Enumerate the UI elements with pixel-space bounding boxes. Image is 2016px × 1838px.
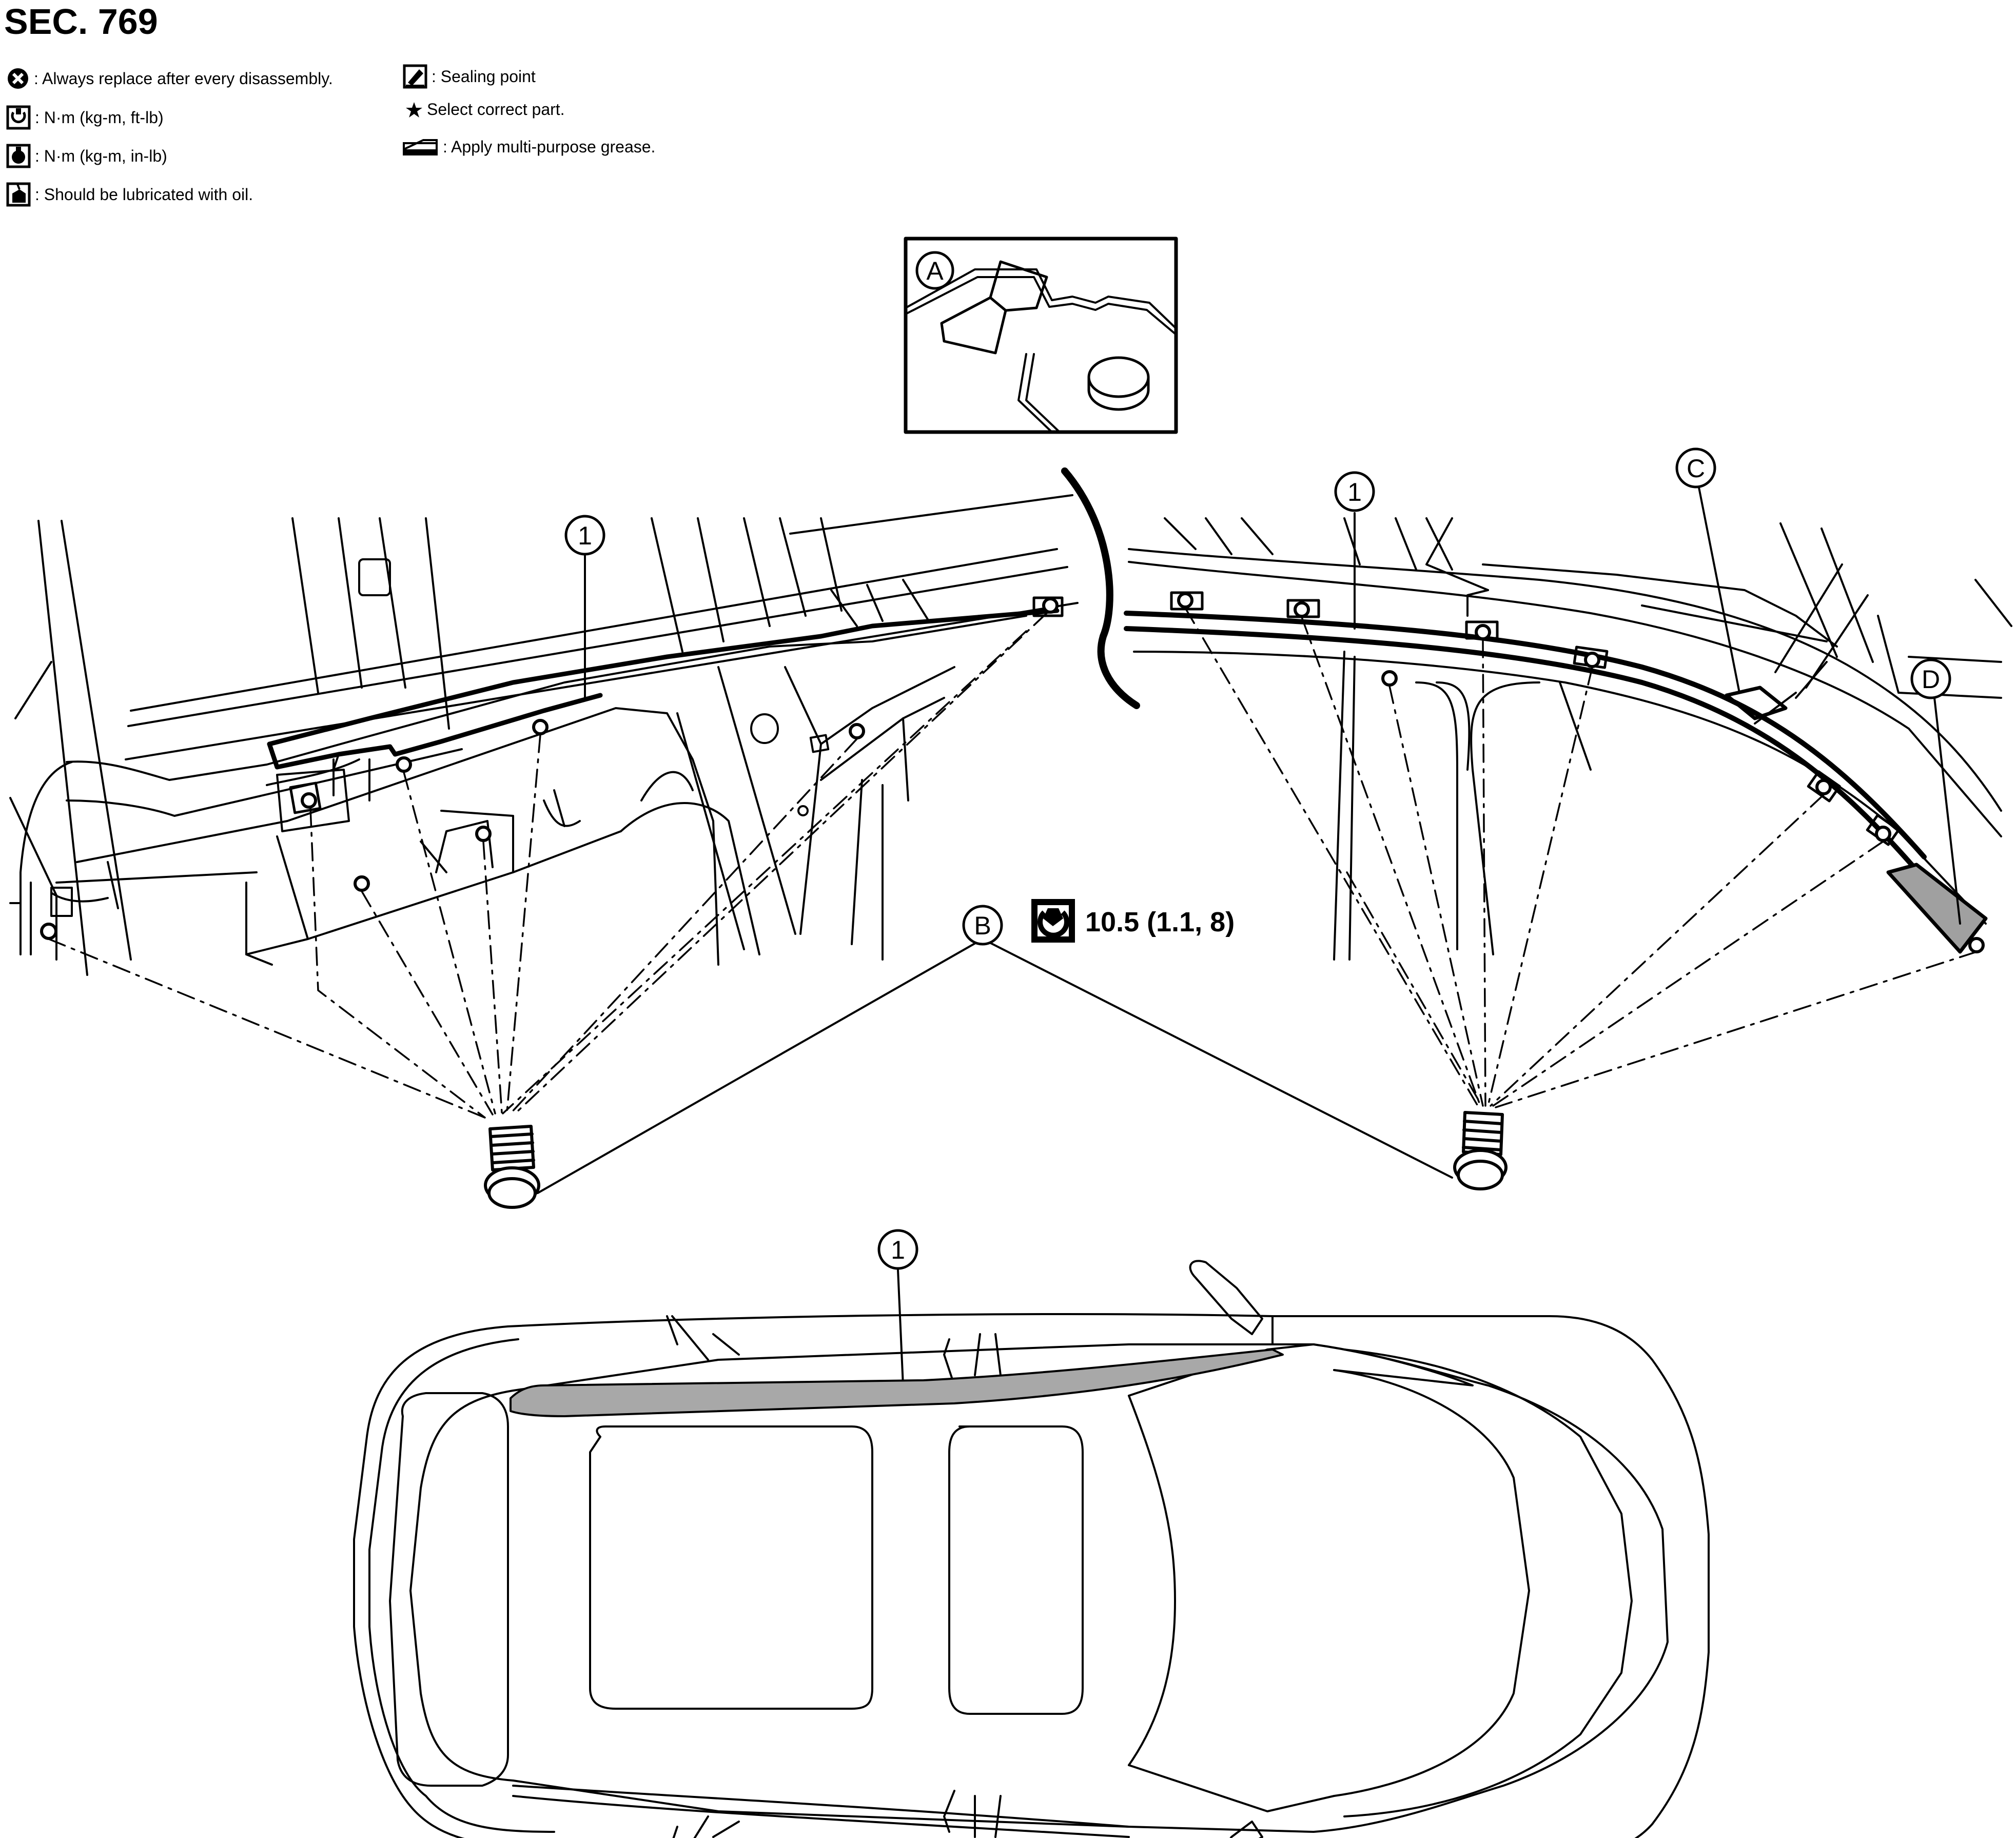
callout-b-label: B	[974, 911, 991, 940]
torque-ftlb-icon	[6, 105, 31, 130]
callout-a-label: A	[926, 257, 944, 285]
oil-can-icon	[6, 182, 31, 207]
callout-1-bottom	[877, 1229, 918, 1270]
torque-wrench-icon	[1031, 899, 1075, 943]
callout-b	[962, 905, 1003, 946]
right-body-section	[1124, 517, 2012, 961]
callout-a	[915, 251, 954, 290]
legend-torque-ftlb: : N·m (kg-m, ft-lb)	[6, 105, 164, 130]
legend-torque-ftlb-text: : N·m (kg-m, ft-lb)	[35, 108, 164, 127]
legend-replace: : Always replace after every disassembly…	[6, 67, 333, 90]
callout-c	[1675, 447, 1716, 488]
legend-grease: : Apply multi-purpose grease.	[403, 138, 655, 157]
right-clip-holes	[1177, 592, 1985, 953]
bolt-icon	[484, 1125, 540, 1209]
legend-sealing-text: : Sealing point	[432, 67, 536, 86]
callout-d-label: D	[1922, 665, 1940, 694]
left-body-section	[9, 494, 1079, 976]
detail-a-inset	[904, 237, 1178, 434]
right-clips	[1170, 591, 1900, 846]
callout-c-label: C	[1687, 454, 1705, 483]
bolt-icon-right	[1453, 1111, 1508, 1190]
callout-1-left-label: 1	[578, 521, 592, 550]
callout-1-left	[564, 515, 605, 556]
legend-sealing: : Sealing point	[403, 64, 536, 89]
section-title: SEC. 769	[4, 2, 158, 42]
left-clip-holes	[40, 597, 1059, 940]
torque-value: 10.5 (1.1, 8)	[1085, 907, 1235, 937]
legend-lubricate-text: : Should be lubricated with oil.	[35, 185, 253, 204]
legend-replace-text: : Always replace after every disassembly…	[34, 69, 333, 88]
callout-1-right	[1334, 471, 1375, 512]
legend-torque-inlb-text: : N·m (kg-m, in-lb)	[35, 146, 167, 165]
legend-lubricate: : Should be lubricated with oil.	[6, 182, 253, 207]
star-icon	[406, 102, 422, 118]
left-bolt-leaders	[48, 612, 1048, 1119]
grease-icon	[403, 139, 438, 155]
sealing-point-icon	[403, 64, 427, 89]
callout-d	[1910, 658, 1951, 699]
legend-grease-text: : Apply multi-purpose grease.	[443, 138, 656, 156]
replace-icon	[8, 68, 28, 89]
callout-1-bottom-label: 1	[891, 1236, 905, 1264]
vehicle-top-view	[353, 1260, 1710, 1838]
legend-torque-inlb: : N·m (kg-m, in-lb)	[6, 144, 167, 168]
torque-inlb-icon	[6, 144, 31, 168]
callout-1-right-label: 1	[1347, 478, 1362, 506]
legend-select-text: Select correct part.	[427, 100, 565, 119]
right-bolt-leaders	[1184, 607, 1978, 1108]
legend-select: Select correct part.	[405, 100, 565, 119]
